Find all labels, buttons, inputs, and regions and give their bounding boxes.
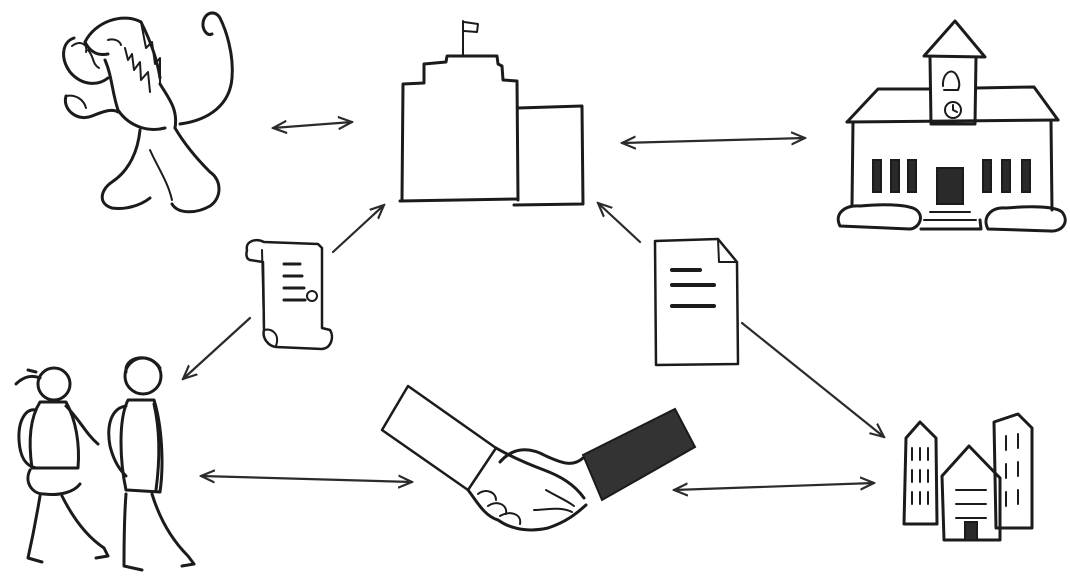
window: [873, 160, 881, 192]
scroll-document-icon: [246, 240, 331, 349]
pupil-boy: [109, 358, 194, 570]
arrow-charter-government: [333, 205, 384, 252]
arrow-pupils-agreement: [201, 476, 412, 482]
arrow-agreement-city: [674, 483, 874, 490]
door: [937, 168, 963, 204]
window: [983, 160, 991, 192]
arrow-charter-pupils: [183, 318, 250, 379]
lion-coat-of-arms-icon: [64, 13, 233, 212]
window: [891, 160, 899, 192]
arrow-coat-of-arms-government: [273, 122, 352, 128]
government-building-icon: [400, 21, 583, 205]
window: [1002, 160, 1010, 192]
arrow-report-government: [598, 203, 640, 242]
city-buildings-icon: [904, 414, 1032, 540]
handshake-icon: [382, 386, 695, 530]
document-icon: [655, 239, 738, 365]
city-door: [965, 522, 977, 540]
pupil-girl: [16, 368, 108, 562]
window: [1022, 160, 1030, 192]
arrow-government-town-hall: [622, 138, 805, 143]
arrow-report-city: [742, 323, 884, 437]
town-hall-icon: [838, 21, 1065, 231]
window: [908, 160, 916, 192]
walking-pupils-icon: [16, 358, 194, 570]
